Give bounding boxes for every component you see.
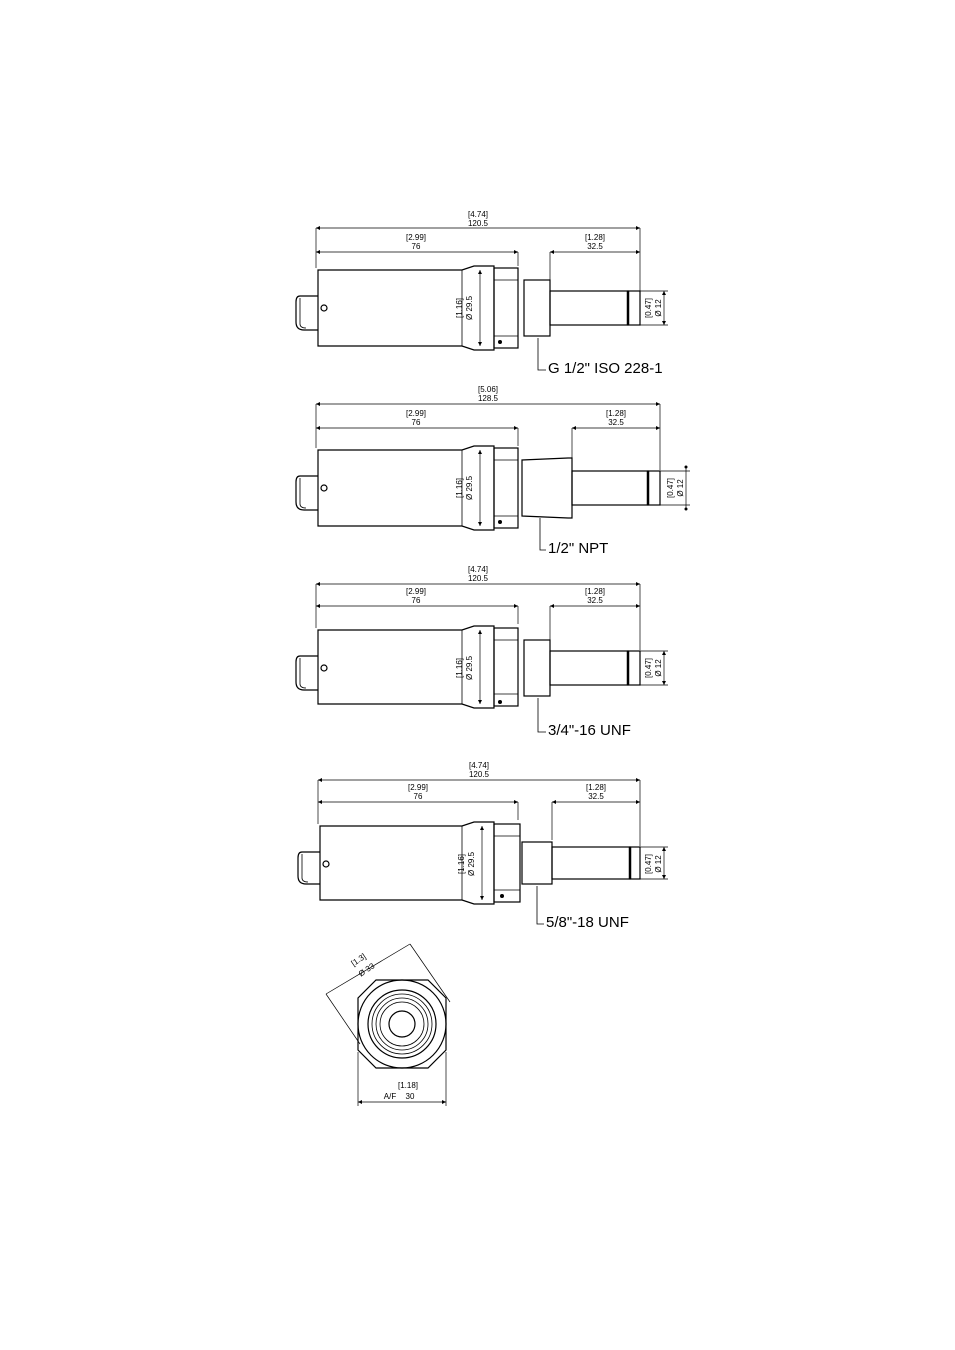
body-dia-mm: Ø 29.5 — [465, 655, 474, 680]
total-length-in: [5.06] — [478, 385, 498, 394]
body-length-mm: 76 — [412, 242, 421, 251]
body-length-in: [2.99] — [406, 233, 426, 242]
tip-dia-in: [0.47] — [666, 478, 675, 498]
thread-label: 3/4"-16 UNF — [548, 722, 631, 739]
body-dia-in: [1.16] — [455, 298, 464, 318]
tip-dia-in: [0.47] — [644, 298, 653, 318]
body-dia-in: [1.16] — [457, 854, 466, 874]
tip-dia-in: [0.47] — [644, 658, 653, 678]
body-length-in: [2.99] — [406, 587, 426, 596]
side-view-3: [4.74] 120.5 [2.99] 76 [1.28] 32.5 [1.16… — [295, 565, 668, 739]
body-dia-mm: Ø 29.5 — [465, 295, 474, 320]
total-length-mm: 120.5 — [468, 219, 489, 228]
probe-length-mm: 32.5 — [588, 792, 604, 801]
body-length-mm: 76 — [412, 418, 421, 427]
probe-length-in: [1.28] — [585, 587, 605, 596]
probe-length-mm: 32.5 — [608, 418, 624, 427]
probe-length-in: [1.28] — [606, 409, 626, 418]
total-length-in: [4.74] — [468, 565, 488, 574]
total-length-mm: 120.5 — [469, 770, 490, 779]
body-length-mm: 76 — [412, 596, 421, 605]
af-mm: 30 — [406, 1092, 415, 1101]
tip-dia-in: [0.47] — [644, 854, 653, 874]
probe-length-in: [1.28] — [586, 783, 606, 792]
total-length-in: [4.74] — [468, 210, 488, 219]
total-length-mm: 120.5 — [468, 574, 489, 583]
total-length-mm: 128.5 — [478, 394, 499, 403]
side-view-2: [5.06] 128.5 [2.99] 76 [1.28] 32.5 [1.16… — [295, 385, 690, 557]
side-view-1: [4.74] 120.5 [2.99] 76 [1.28] 32.5 [1.16… — [295, 210, 668, 377]
tip-dia-mm: Ø 12 — [654, 299, 663, 317]
probe-length-in: [1.28] — [585, 233, 605, 242]
total-length-in: [4.74] — [469, 761, 489, 770]
probe-length-mm: 32.5 — [587, 242, 603, 251]
thread-label: 1/2" NPT — [548, 540, 608, 557]
side-view-4: [4.74] 120.5 [2.99] 76 [1.28] 32.5 [1.16… — [297, 761, 668, 931]
probe-length-mm: 32.5 — [587, 596, 603, 605]
body-dia-in: [1.16] — [455, 478, 464, 498]
thread-label: 5/8"-18 UNF — [546, 914, 629, 931]
end-view: [1.3] Ø 33 [1.18] A/F 30 — [325, 943, 451, 1106]
tip-dia-mm: Ø 12 — [654, 659, 663, 677]
body-length-mm: 76 — [414, 792, 423, 801]
thread-label: G 1/2" ISO 228-1 — [548, 360, 663, 377]
body-dia-mm: Ø 29.5 — [465, 475, 474, 500]
tip-dia-mm: Ø 12 — [676, 479, 685, 497]
body-length-in: [2.99] — [408, 783, 428, 792]
af-prefix: A/F — [384, 1092, 397, 1101]
body-length-in: [2.99] — [406, 409, 426, 418]
af-in: [1.18] — [398, 1081, 418, 1090]
body-dia-mm: Ø 29.5 — [467, 851, 476, 876]
tip-dia-mm: Ø 12 — [654, 855, 663, 873]
body-dia-in: [1.16] — [455, 658, 464, 678]
